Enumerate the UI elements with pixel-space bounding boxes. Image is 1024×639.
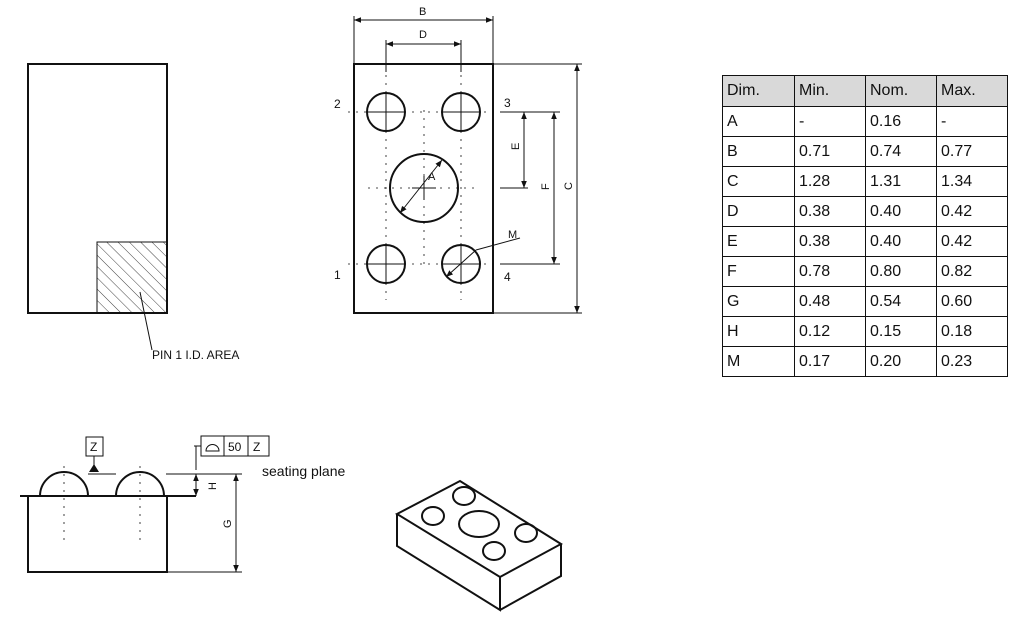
table-cell: 0.48 [794,286,866,317]
pin1-id-area [96,241,168,314]
dim-m-line [445,249,477,278]
iso-ball-3 [482,541,506,561]
isometric-view [394,479,563,612]
column-header: Dim. [722,75,795,107]
side-view-body [27,495,168,573]
table-cell: 0.78 [794,256,866,287]
iso-center-ball [458,510,500,538]
table-cell: 0.20 [865,346,937,377]
column-header: Max. [936,75,1008,107]
table-cell: 1.31 [865,166,937,197]
tolerance-value: 50 [228,440,242,454]
dim-m-label: M [508,229,517,241]
table-cell: 0.71 [794,136,866,167]
dim-d-label: D [419,29,427,41]
dim-f-label: F [540,183,552,190]
table-cell: A [722,106,795,137]
ball-right [115,471,165,497]
side-view: Z 50 Z seating plane H G [20,435,346,573]
table-cell: 1.28 [794,166,866,197]
dim-c-label: C [563,182,575,190]
pin-number-1: 1 [334,268,341,282]
table-cell: 0.12 [794,316,866,347]
datum-z-label: Z [90,440,97,454]
table-cell: 0.42 [936,226,1008,257]
table-header-row: Dim. Min. Nom. Max. [722,75,1008,107]
dim-b-label: B [419,6,426,18]
table-cell: C [722,166,795,197]
ball-pin1 [366,244,406,284]
table-cell: 0.54 [865,286,937,317]
table-cell: F [722,256,795,287]
table-cell: B [722,136,795,167]
dim-h-label: H [207,482,219,490]
pin-number-4: 4 [504,270,511,284]
table-cell: 0.23 [936,346,1008,377]
dim-e-label: E [510,143,522,150]
dim-g-label: G [222,519,234,528]
table-cell: 0.17 [794,346,866,377]
table-cell: 0.77 [936,136,1008,167]
profile-of-surface-icon [205,444,220,452]
table-cell: 0.82 [936,256,1008,287]
pin-number-2: 2 [334,97,341,111]
ball-pin2 [366,92,406,132]
bottom-view: A M B D E F C 2 3 1 4 [334,6,582,314]
iso-left-face [396,514,501,612]
iso-right-face [499,544,562,611]
table-cell: 0.38 [794,196,866,227]
table-cell: 1.34 [936,166,1008,197]
table-cell: 0.42 [936,196,1008,227]
iso-ball-4 [514,523,538,543]
bottom-view-body [353,63,494,314]
table-cell: 0.80 [865,256,937,287]
table-cell: D [722,196,795,227]
ball-left [39,471,89,497]
table-cell: M [722,346,795,377]
tolerance-frame: 50 Z [200,435,270,457]
dim-a-line [399,159,443,214]
iso-ball-1 [421,506,445,526]
table-cell: 0.74 [865,136,937,167]
top-view: PIN 1 I.D. AREA [27,63,239,362]
table-cell: G [722,286,795,317]
pin1-label: PIN 1 I.D. AREA [152,348,239,362]
iso-ball-2 [452,486,476,506]
table-cell: 0.60 [936,286,1008,317]
seating-plane-label: seating plane [262,463,346,479]
column-header: Min. [794,75,866,107]
tolerance-datum: Z [253,440,260,454]
table-cell: - [936,106,1008,137]
table-cell: 0.40 [865,226,937,257]
table-row: A-0.16- [722,106,1008,137]
pin1-leader [139,291,153,351]
table-cell: 0.40 [865,196,937,227]
ball-pin3 [441,92,481,132]
table-cell: 0.16 [865,106,937,137]
table-cell: 0.38 [794,226,866,257]
dim-a-label: A [428,171,436,183]
table-cell: E [722,226,795,257]
table-cell: - [794,106,866,137]
table-cell: 0.18 [936,316,1008,347]
table-cell: 0.15 [865,316,937,347]
column-header: Nom. [865,75,937,107]
table-cell: H [722,316,795,347]
pin-number-3: 3 [504,96,511,110]
